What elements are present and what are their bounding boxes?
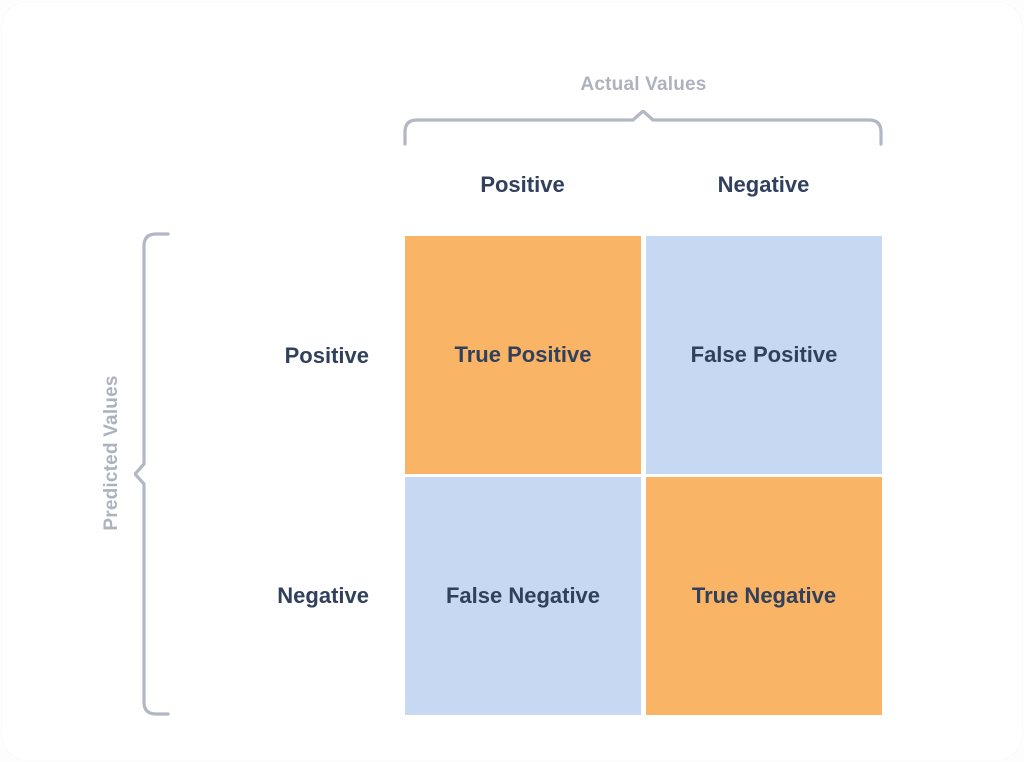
- predicted-values-axis-title: Predicted Values: [101, 375, 122, 531]
- row-header-positive: Positive: [284, 343, 369, 368]
- matrix-cell-true-negative[interactable]: True Negative: [646, 477, 882, 715]
- matrix-cell-true-positive[interactable]: True Positive: [405, 236, 641, 474]
- confusion-matrix-grid: True Positive False Positive False Negat…: [405, 236, 882, 715]
- column-header-positive: Positive: [480, 172, 565, 197]
- left-brace-icon: [133, 230, 174, 718]
- row-header-negative: Negative: [277, 583, 369, 608]
- column-header-negative: Negative: [717, 172, 810, 197]
- matrix-cell-false-negative[interactable]: False Negative: [405, 477, 641, 715]
- top-brace-icon: [397, 109, 889, 146]
- actual-values-axis-title: Actual Values: [580, 74, 707, 95]
- matrix-cell-false-positive[interactable]: False Positive: [646, 236, 882, 474]
